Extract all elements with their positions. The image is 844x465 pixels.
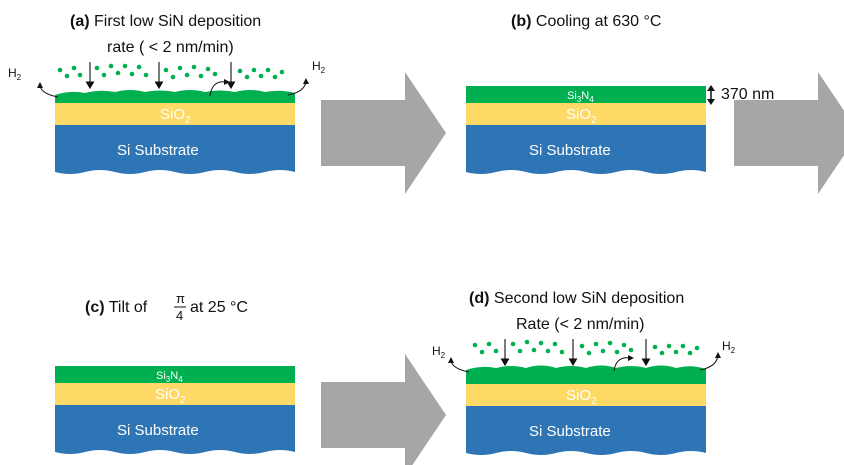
panel-d-caption-line1: (d) Second low SiN deposition: [469, 290, 684, 307]
panel-a-h2-mid-arrow: [209, 81, 227, 97]
panel-b-thickness-label: 370 nm: [721, 86, 774, 103]
panel-a-nitride-rough-layer: [55, 90, 295, 103]
panel-d-substrate: [466, 406, 706, 455]
panel-d-h2-left-arrowhead: [448, 357, 454, 363]
panel-d-oxide-layer: [466, 384, 706, 406]
panel-a-particles: [57, 63, 285, 80]
panel-a-caption-line1: (a) First low SiN deposition: [70, 13, 261, 30]
panel-d: (d) Second low SiN deposition Rate (< 2 …: [432, 290, 736, 455]
panel-c-caption-pre: (c) Tilt of: [85, 299, 148, 316]
panel-d-particles: [472, 339, 700, 356]
panel-c-fraction-denominator: 4: [176, 308, 183, 323]
panel-c-substrate-label: Si Substrate: [117, 422, 199, 439]
panel-a-h2-left-label: H2: [8, 66, 22, 82]
panel-a: (a) First low SiN deposition rate ( < 2 …: [8, 13, 326, 174]
panel-d-nitride-rough-layer: [466, 365, 706, 384]
panel-c-caption-post: at 25 °C: [190, 299, 248, 316]
panel-b-tag: (b): [511, 13, 531, 30]
panel-b-oxide-layer: [466, 103, 706, 125]
panel-d-caption-text: Second low SiN deposition: [494, 290, 684, 307]
panel-b-substrate: [466, 125, 706, 174]
panel-c-tag: (c): [85, 299, 105, 316]
panel-d-h2-mid-arrowhead: [628, 355, 634, 361]
panel-d-tag: (d): [469, 290, 489, 307]
panel-c-oxide-label: SiO2: [155, 386, 186, 406]
panel-c-substrate: [55, 405, 295, 454]
panel-d-h2-right-arrow: [699, 355, 719, 371]
panel-a-h2-right-label: H2: [312, 59, 326, 75]
panel-a-down-arrows: [85, 62, 236, 90]
panel-b: (b) Cooling at 630 °C Si3N4 SiO2 Si Subs…: [466, 13, 774, 174]
process-arrow-2: [734, 72, 844, 194]
panel-b-substrate-label: Si Substrate: [529, 142, 611, 159]
panel-a-oxide-label: SiO2: [160, 106, 191, 126]
panel-a-oxide-layer: [55, 103, 295, 125]
panel-d-caption-line2: Rate (< 2 nm/min): [516, 316, 644, 333]
panel-b-thickness-arrow: [707, 85, 715, 105]
panel-c-caption-text: Tilt of: [109, 299, 148, 316]
panel-c-nitride-label: Si3N4: [156, 370, 183, 384]
panel-d-h2-right-arrowhead: [715, 352, 721, 358]
panel-a-h2-right-arrowhead: [303, 78, 309, 84]
process-arrow-3: [321, 354, 446, 465]
panel-c-nitride-layer: [55, 366, 295, 383]
panel-a-caption-text: First low SiN deposition: [94, 13, 261, 30]
panel-a-h2-left-arrowhead: [37, 82, 43, 88]
panel-c-oxide-layer: [55, 383, 295, 405]
panel-d-h2-mid-arrow: [613, 357, 631, 372]
panel-c: (c) Tilt of π 4 at 25 °C Si3N4 SiO2 Si S…: [55, 291, 295, 454]
panel-b-caption-text: Cooling at 630 °C: [536, 13, 662, 30]
panel-c-fraction-numerator: π: [176, 291, 185, 306]
panel-b-caption: (b) Cooling at 630 °C: [511, 13, 661, 30]
panel-d-substrate-label: Si Substrate: [529, 423, 611, 440]
panel-d-h2-left-label: H2: [432, 344, 446, 360]
process-arrow-1: [321, 72, 446, 194]
panel-d-oxide-label: SiO2: [566, 387, 597, 407]
panel-a-h2-mid-arrowhead: [224, 79, 230, 85]
panel-a-substrate-label: Si Substrate: [117, 142, 199, 159]
panel-a-substrate: [55, 125, 295, 174]
panel-a-caption-line2: rate ( < 2 nm/min): [107, 39, 234, 56]
panel-b-nitride-label: Si3N4: [567, 90, 594, 104]
panel-d-down-arrows: [500, 339, 651, 367]
panel-d-h2-right-label: H2: [722, 339, 736, 355]
panel-a-tag: (a): [70, 13, 90, 30]
panel-b-nitride-layer: [466, 86, 706, 103]
panel-b-oxide-label: SiO2: [566, 106, 597, 126]
